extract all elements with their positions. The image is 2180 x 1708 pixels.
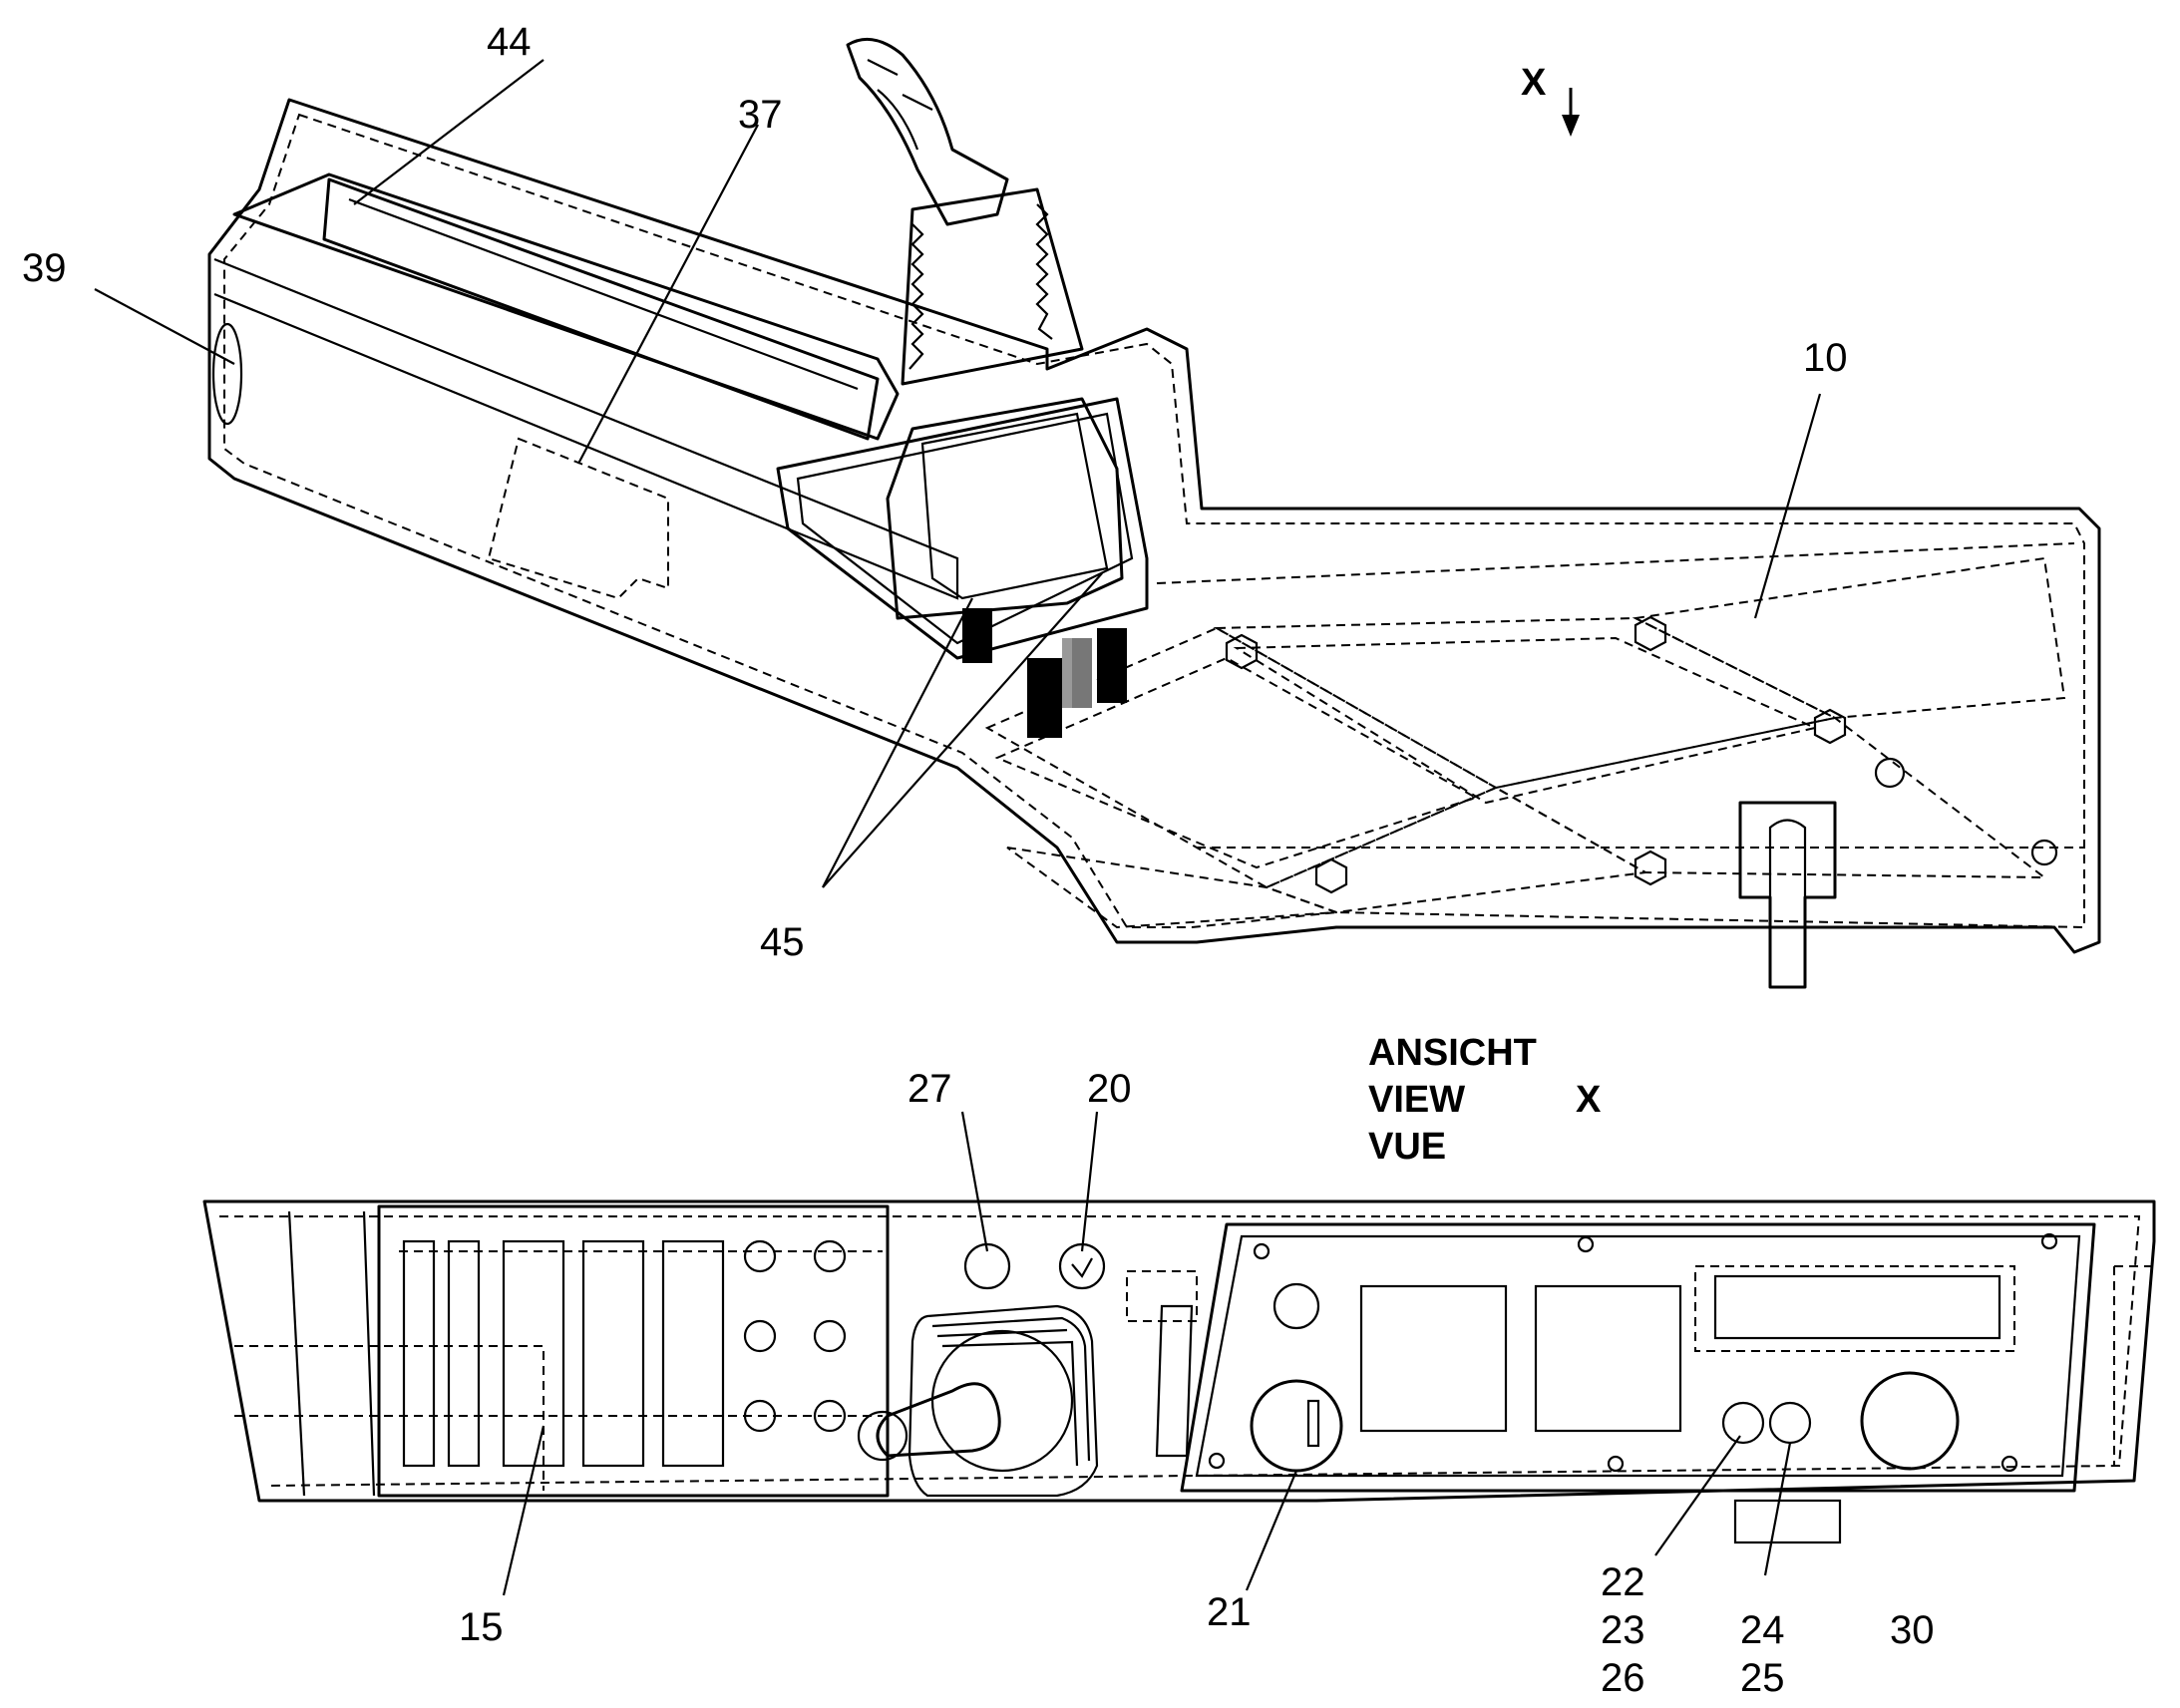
connector-pins <box>962 608 1127 738</box>
view-direction-arrowhead <box>1562 115 1580 137</box>
callout-37: 37 <box>738 93 783 137</box>
side-oval-opening <box>211 322 243 426</box>
callouts-view-x: 27 20 15 21 22 23 26 24 25 30 <box>459 1067 1935 1700</box>
switch-20-mark <box>1071 1257 1093 1278</box>
right-end-detail <box>2113 1265 2154 1466</box>
callout-39: 39 <box>22 246 67 290</box>
joystick-knob-view-x <box>930 1329 1074 1473</box>
leader-lines-top <box>94 59 1822 888</box>
armrest-top-surface <box>232 172 900 441</box>
button-24-25 <box>1768 1401 1812 1445</box>
view-title-line-3: VUE <box>1368 1126 1446 1168</box>
knob-30 <box>1860 1371 1960 1471</box>
left-panel-dashed-rail <box>234 1250 883 1491</box>
bellows-boot <box>901 187 1084 386</box>
tray-hole-1 <box>1874 757 1906 789</box>
view-title-line-2: VIEW <box>1368 1079 1465 1121</box>
callout-44: 44 <box>487 20 532 64</box>
callout-22: 22 <box>1601 1560 1645 1604</box>
joystick-handle <box>846 37 1009 226</box>
triangle-frame-inner <box>796 412 1134 645</box>
callout-30: 30 <box>1890 1608 1935 1652</box>
leader-lines-view-x <box>502 1111 1792 1596</box>
mounting-bracket-slot <box>1768 819 1807 897</box>
callouts-top: 44 37 39 10 45 <box>22 20 1848 964</box>
indicator-lamp <box>1272 1282 1320 1330</box>
lever-end <box>857 1410 908 1462</box>
right-panel-inner <box>1195 1234 2081 1478</box>
bellows-folds <box>908 203 1053 370</box>
callout-27: 27 <box>908 1067 952 1111</box>
console-view-x <box>202 1199 2156 1544</box>
callout-21: 21 <box>1207 1590 1252 1634</box>
callout-20: 20 <box>1087 1067 1132 1111</box>
right-panel-outline <box>1180 1222 2096 1493</box>
mounting-bracket <box>1738 801 1837 989</box>
button-22-23-26 <box>1721 1401 1765 1445</box>
callout-25: 25 <box>1740 1656 1785 1700</box>
hex-nuts <box>1225 615 1847 894</box>
tray-lattice <box>984 542 2084 929</box>
top-strip <box>322 177 880 441</box>
left-panel-outline <box>377 1204 890 1498</box>
callout-23: 23 <box>1601 1608 1645 1652</box>
console-perspective-view: X <box>207 37 2101 989</box>
callout-15: 15 <box>459 1605 504 1649</box>
joystick-housing-inner <box>920 412 1109 600</box>
view-x-title: ANSICHT VIEW VUE X <box>1368 1032 1602 1168</box>
view-marker-top: X <box>1521 62 1547 104</box>
rotary-switch-21 <box>1250 1379 1343 1473</box>
callout-26: 26 <box>1601 1656 1645 1700</box>
top-strip-inner <box>348 197 859 391</box>
button-grid <box>743 1239 847 1433</box>
callout-45: 45 <box>760 920 805 964</box>
display-window-1 <box>1359 1284 1508 1433</box>
joystick-boot-folds <box>931 1316 1091 1467</box>
switch-27 <box>963 1242 1011 1290</box>
view-x-body-inner <box>219 1215 2141 1487</box>
rotary-switch-21-slot <box>1306 1399 1320 1448</box>
joystick-handle-detail <box>867 59 933 151</box>
slots <box>402 1239 725 1468</box>
panel-screws <box>1208 1232 2058 1473</box>
middle-dash <box>1126 1270 1198 1322</box>
armrest-housing-outline <box>207 98 2101 954</box>
view-x-body-outline <box>202 1199 2156 1503</box>
armrest-lip <box>213 257 959 600</box>
tray-hole-2 <box>2030 839 2058 866</box>
view-title-line-1: ANSICHT <box>1368 1032 1537 1074</box>
callout-10: 10 <box>1803 336 1848 380</box>
joystick-lever-view-x <box>876 1382 1001 1458</box>
left-panel-inner-line <box>287 1210 376 1497</box>
middle-strip <box>1155 1304 1194 1458</box>
bottom-bracket <box>1733 1499 1842 1544</box>
display-window-2 <box>1534 1284 1682 1433</box>
label-plate <box>1694 1265 2015 1352</box>
callout-24: 24 <box>1740 1608 1785 1652</box>
joystick-housing <box>886 397 1124 620</box>
triangle-frame <box>776 397 1149 660</box>
armrest-housing-inner <box>223 113 2085 929</box>
joystick-boot-view-x <box>908 1304 1099 1498</box>
view-title-marker: X <box>1576 1079 1602 1121</box>
label-plate-inner <box>1713 1274 2001 1340</box>
